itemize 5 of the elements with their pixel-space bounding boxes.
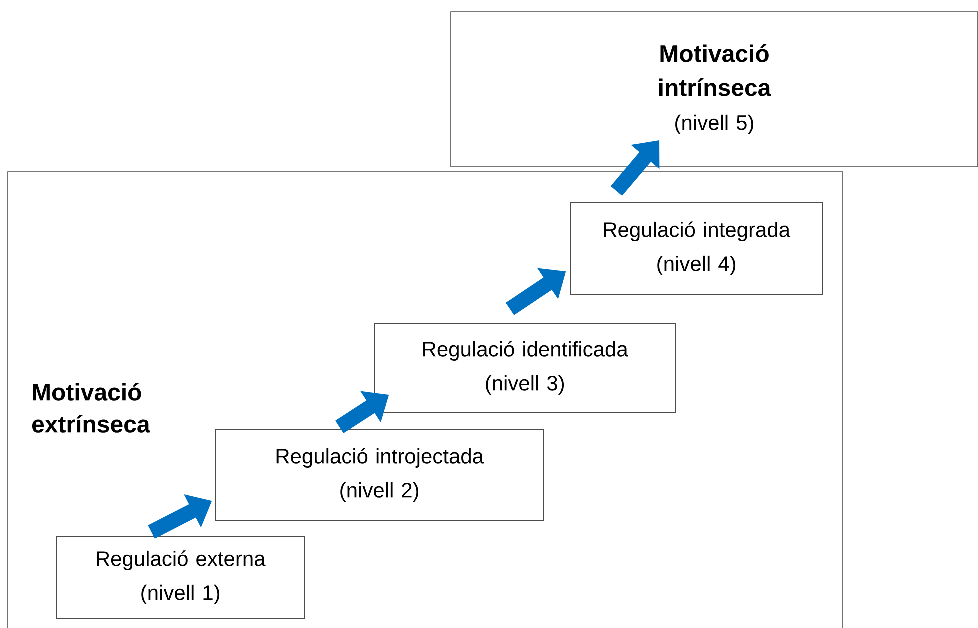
level-box: Regulació externa (nivell 1) [56,536,305,619]
level-box: Regulació integrada (nivell 4) [570,202,823,295]
level-box: Regulació identificada (nivell 3) [374,323,676,413]
level-box: Regulació introjectada (nivell 2) [215,429,544,521]
level-box: Motivació intrínseca (nivell 5) [450,12,978,168]
